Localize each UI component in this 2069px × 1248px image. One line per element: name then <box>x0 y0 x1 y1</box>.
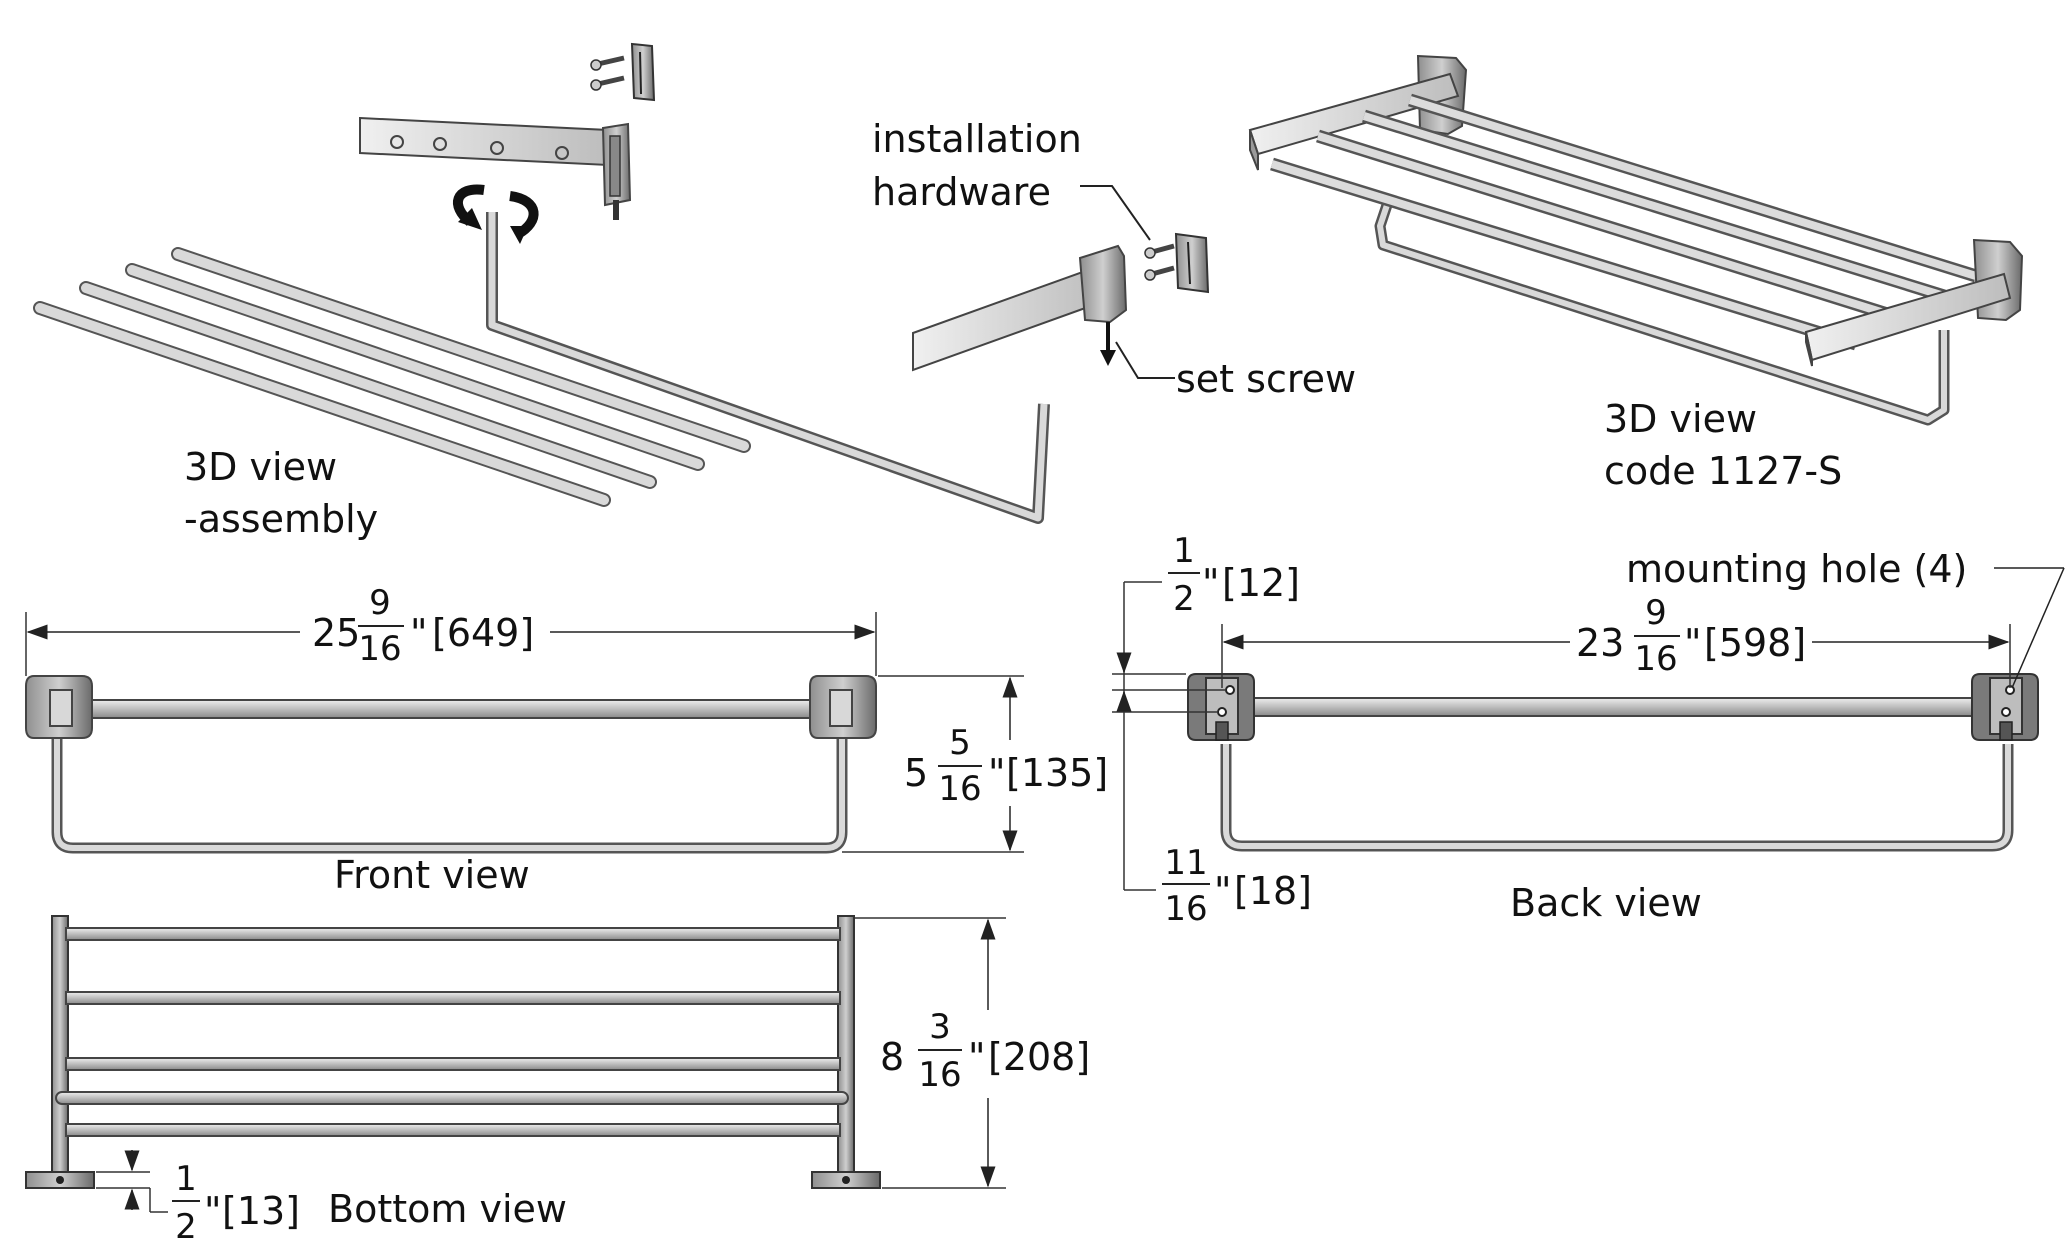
dim-metric: [18] <box>1234 869 1312 913</box>
dim-unit: " <box>988 751 1005 795</box>
mounting-hole-label: mounting hole (4) <box>1626 547 1967 591</box>
bottom-view <box>25 915 881 1189</box>
dim-metric: [13] <box>222 1189 300 1233</box>
rod <box>79 281 657 489</box>
dim-whole: 25 <box>312 611 360 655</box>
dim-denominator: 16 <box>1164 889 1207 929</box>
set-screw-label: set screw <box>1176 357 1356 401</box>
rotate-arrows-icon <box>453 184 539 244</box>
back-bracket-right <box>1971 673 2039 741</box>
dim-unit: " <box>1214 869 1231 913</box>
front-view <box>25 675 877 854</box>
dim-numerator: 3 <box>929 1007 951 1047</box>
dim-denominator: 16 <box>358 629 401 669</box>
rod <box>1270 157 1858 351</box>
back-bracket-left <box>1187 673 1255 741</box>
dim-numerator: 5 <box>949 723 971 763</box>
dim-unit: " <box>1202 561 1219 605</box>
dim-metric: [12] <box>1222 561 1300 605</box>
mounting-hole-icon <box>1217 707 1227 717</box>
hardware-screws-icon <box>590 42 656 102</box>
dim-whole: 23 <box>1576 621 1624 665</box>
product-code-label: code 1127-S <box>1604 449 1842 493</box>
dim-unit: " <box>410 611 427 655</box>
dim-unit: " <box>204 1189 221 1233</box>
mounting-hole-callout: mounting hole (4) <box>1626 547 2065 689</box>
assembly-3d-view <box>33 42 1050 524</box>
dimension-hole-offset: 1 2 " [12] 11 16 " [18] <box>1112 531 1312 929</box>
rod <box>1408 93 1978 283</box>
dim-whole: 5 <box>904 751 928 795</box>
installation-hardware-label: hardware <box>872 170 1051 214</box>
dim-unit: " <box>968 1035 985 1079</box>
dimension-overall-width: 25 9 16 " [649] <box>25 583 877 676</box>
installation-detail <box>912 185 1210 379</box>
front-view-label: Front view <box>334 853 530 897</box>
dim-denominator: 2 <box>175 1207 197 1243</box>
dim-denominator: 16 <box>938 769 981 809</box>
back-view <box>1187 673 2039 852</box>
dim-denominator: 16 <box>1634 639 1677 679</box>
mounting-hole-icon <box>1225 685 1235 695</box>
dim-metric: [598] <box>1704 621 1806 665</box>
dim-numerator: 1 <box>175 1159 197 1199</box>
dim-metric: [208] <box>988 1035 1090 1079</box>
back-view-label: Back view <box>1510 881 1702 925</box>
dim-metric: [649] <box>432 611 534 655</box>
dim-whole: 8 <box>880 1035 904 1079</box>
dimension-hole-spacing: 23 9 16 " [598] <box>1221 593 2011 688</box>
dim-denominator: 16 <box>918 1055 961 1095</box>
dimension-flange-thickness: 1 2 " [13] <box>96 1150 300 1247</box>
end-bracket <box>359 116 632 220</box>
rod <box>125 263 705 471</box>
product-3d-label: 3D view <box>1604 397 1757 441</box>
rod <box>33 301 611 507</box>
dim-metric: [135] <box>1006 751 1108 795</box>
product-3d-view <box>1248 54 2024 426</box>
dim-numerator: 9 <box>1645 593 1667 633</box>
mounting-hole-icon <box>2001 707 2011 717</box>
dimension-front-height: 5 5 16 " [135] <box>842 675 1108 853</box>
dim-numerator: 11 <box>1164 843 1207 883</box>
rod <box>1362 109 1946 303</box>
dimension-depth: 8 3 16 " [208] <box>854 917 1090 1189</box>
dim-numerator: 9 <box>369 583 391 623</box>
bottom-view-label: Bottom view <box>328 1187 567 1231</box>
assembly-3d-label: -assembly <box>184 497 378 541</box>
assembly-3d-label: 3D view <box>184 445 337 489</box>
installation-hardware-label: installation <box>872 117 1082 161</box>
dim-unit: " <box>1684 621 1701 665</box>
rod <box>171 247 751 453</box>
towel-bar <box>486 212 1050 524</box>
dim-denominator: 2 <box>1173 579 1195 619</box>
rod <box>1316 129 1902 325</box>
dim-numerator: 1 <box>1173 531 1195 571</box>
